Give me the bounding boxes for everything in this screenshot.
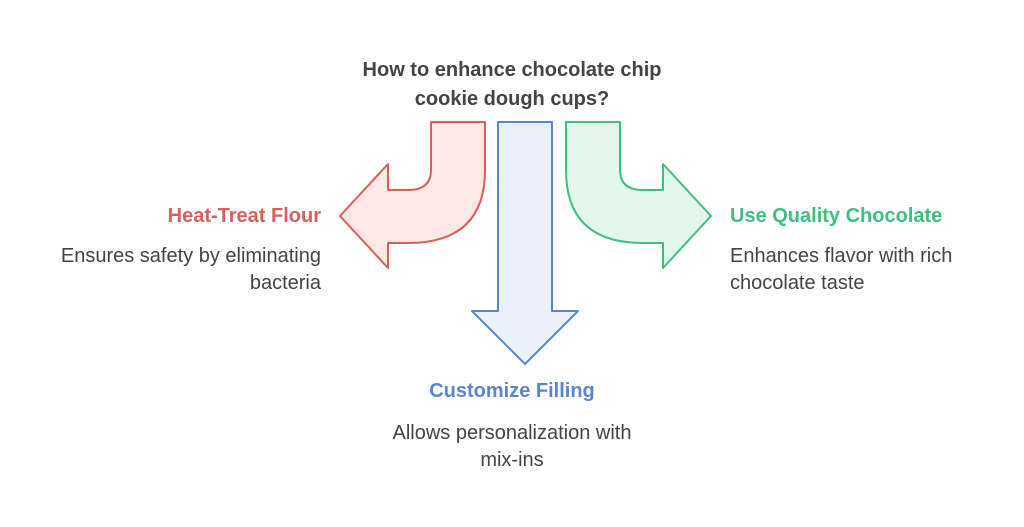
center-down-arrow (471, 121, 579, 365)
customize-filling-title: Customize Filling (429, 380, 595, 402)
left-curved-arrow (339, 121, 486, 269)
heat-treat-flour-description: Ensures safety by eliminating bacteria (60, 245, 321, 294)
heat-treat-flour-title: Heat-Treat Flour (167, 205, 321, 227)
use-quality-chocolate-title: Use Quality Chocolate (730, 205, 943, 227)
customize-filling-description: Allows personalization with mix-ins (392, 422, 632, 471)
right-curved-arrow (565, 121, 712, 269)
use-quality-chocolate-description: Enhances flavor with rich chocolate tast… (730, 245, 953, 294)
diagram-title: How to enhance chocolate chip cookie dou… (362, 59, 662, 110)
